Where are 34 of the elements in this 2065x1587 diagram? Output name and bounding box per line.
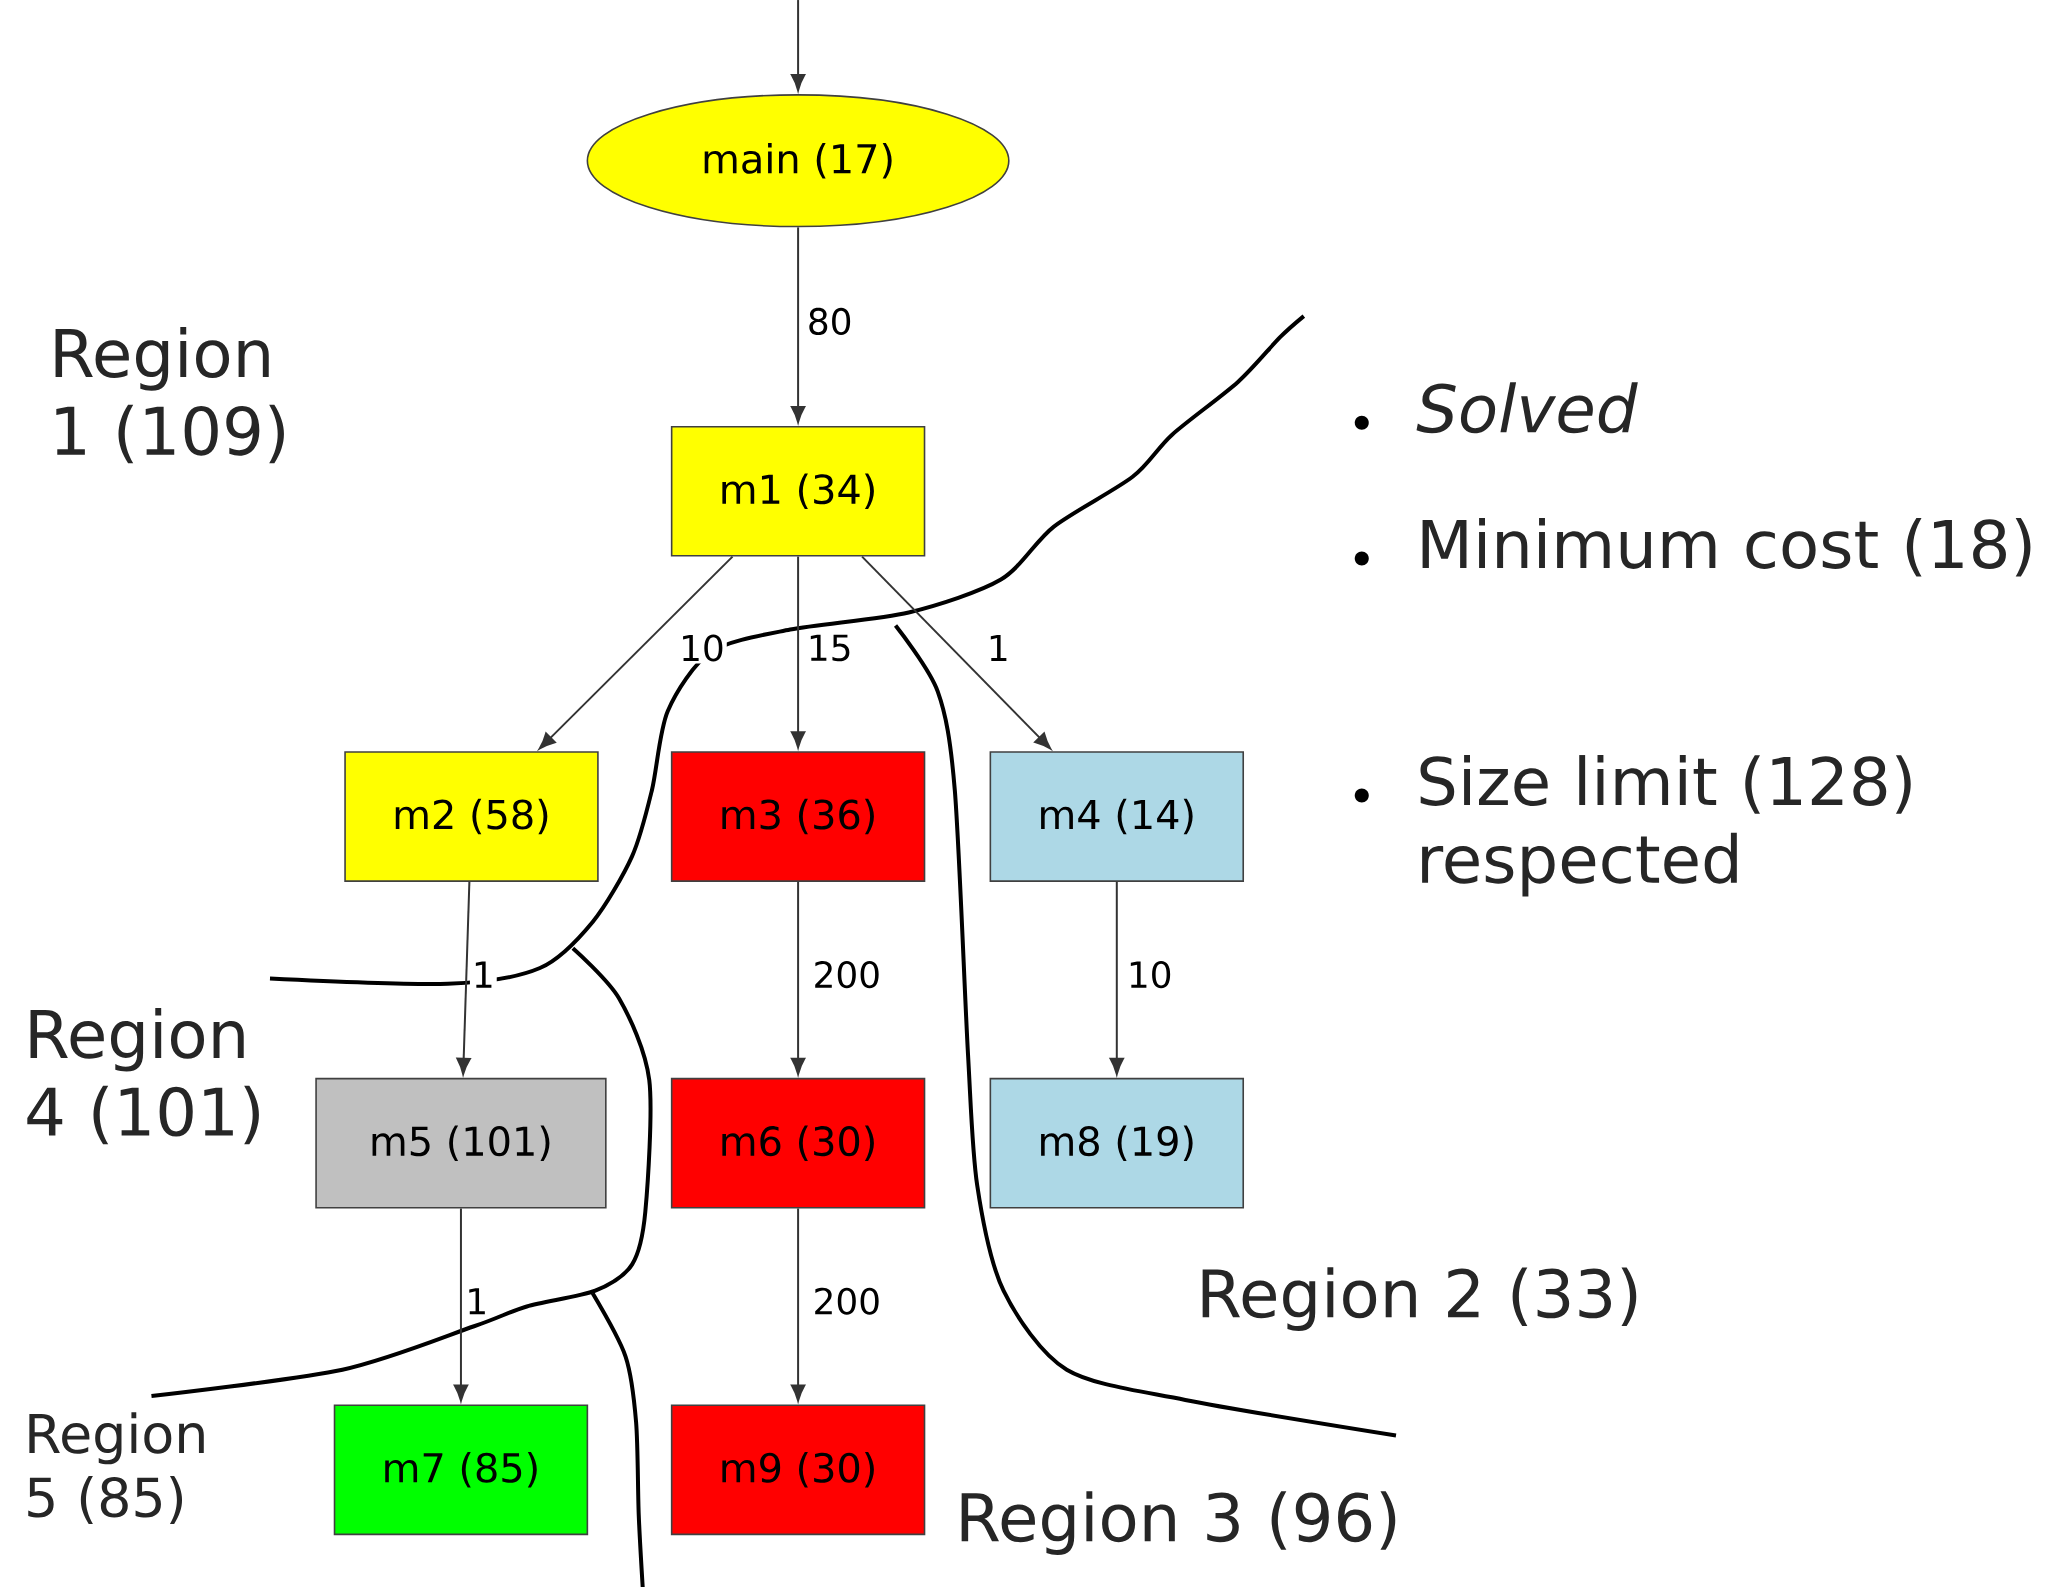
edge-label: 10 bbox=[1124, 959, 1175, 991]
bullet-item: Solved bbox=[1416, 382, 1638, 434]
arrow bbox=[456, 880, 471, 1075]
arrow bbox=[453, 1207, 469, 1402]
arrow bbox=[861, 555, 1052, 750]
ellipse-node: main (17) bbox=[586, 94, 1010, 228]
function-box: m7 (85) bbox=[333, 1404, 589, 1536]
function-box: m2 (58) bbox=[344, 751, 599, 882]
arrow bbox=[790, 880, 806, 1075]
edge-label: 200 bbox=[810, 959, 884, 991]
arrow bbox=[790, 555, 806, 749]
region-label: Region 2 (33) bbox=[1202, 1267, 1637, 1331]
region-label: Region 3 (96) bbox=[961, 1491, 1396, 1555]
function-box: m8 (19) bbox=[989, 1077, 1245, 1209]
region-label: Region 5 (85) bbox=[28, 1412, 204, 1524]
arrow bbox=[1109, 880, 1124, 1075]
edge-label: 1 bbox=[463, 1286, 491, 1317]
arrow bbox=[538, 555, 734, 750]
arrow bbox=[790, 226, 806, 424]
function-box: m6 (30) bbox=[670, 1077, 926, 1209]
function-box: m5 (101) bbox=[315, 1077, 607, 1209]
function-box: m3 (36) bbox=[670, 751, 926, 882]
arrow bbox=[790, 0, 806, 92]
bullet-item: Minimum cost (18) bbox=[1422, 518, 2031, 577]
edge-label: 80 bbox=[804, 305, 855, 337]
region-label: Region 4 (101) bbox=[27, 1007, 259, 1145]
function-box: m4 (14) bbox=[989, 751, 1245, 882]
arrow bbox=[790, 1207, 806, 1402]
edge-label: 10 bbox=[677, 632, 727, 664]
edge-label: 200 bbox=[810, 1285, 884, 1317]
function-box: m1 (34) bbox=[670, 425, 926, 557]
region-label: Region 1 (109) bbox=[55, 327, 284, 464]
bullet-item: Size limit (128) respected bbox=[1420, 755, 1911, 897]
function-box: m9 (30) bbox=[670, 1404, 926, 1536]
